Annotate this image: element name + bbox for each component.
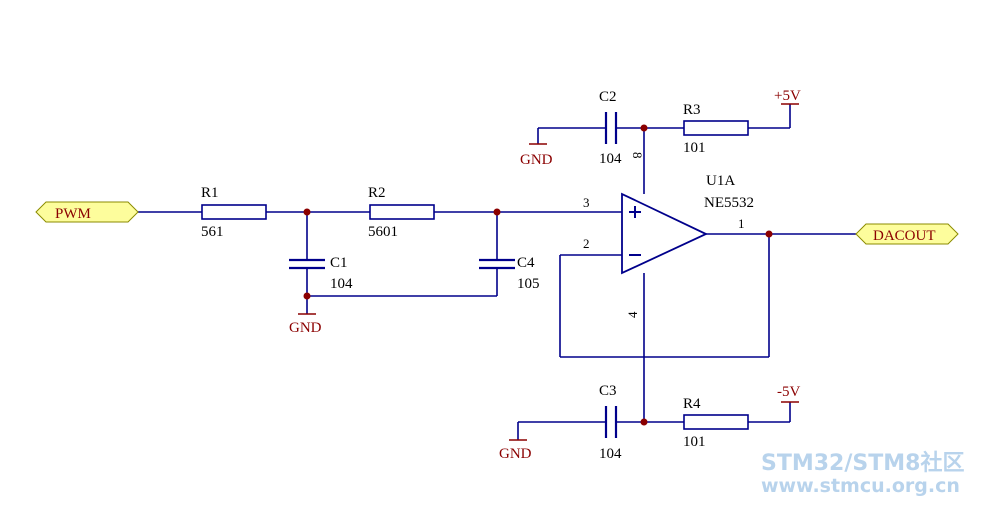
- resistor-r1: R1 561: [201, 185, 267, 240]
- r2-value: 5601: [368, 224, 398, 240]
- c4-ref: C4: [517, 255, 535, 271]
- power-symbol-vpos: +5V: [774, 88, 801, 105]
- u1-ref: U1A: [706, 173, 735, 189]
- port-dacout: DACOUT: [855, 223, 959, 245]
- pin-8: 8: [630, 152, 645, 159]
- r4-value: 101: [683, 434, 706, 450]
- wires: [138, 104, 856, 440]
- gnd-label: GND: [289, 320, 322, 336]
- resistor-r4: R4 101: [683, 396, 749, 450]
- opamp-u1a: U1A NE5532 3 2 1 8 4: [583, 152, 754, 318]
- r3-value: 101: [683, 140, 706, 156]
- r4-ref: R4: [683, 396, 701, 412]
- watermark-line1: STM32/STM8社区: [761, 450, 964, 476]
- c1-value: 104: [330, 276, 353, 292]
- capacitor-c1: C1 104: [289, 255, 353, 292]
- gnd-symbol-c2: GND: [520, 143, 553, 168]
- vpos-label: +5V: [774, 88, 801, 104]
- c3-value: 104: [599, 446, 622, 462]
- c1-ref: C1: [330, 255, 348, 271]
- gnd-label: GND: [499, 446, 532, 462]
- vneg-label: -5V: [777, 384, 800, 400]
- junction-dot: [303, 292, 311, 300]
- port-dacout-label: DACOUT: [873, 228, 936, 244]
- c2-value: 104: [599, 151, 622, 167]
- gnd-symbol-c3: GND: [499, 439, 532, 462]
- watermark: STM32/STM8社区 www.stmcu.org.cn: [761, 450, 964, 497]
- pin-1: 1: [738, 216, 745, 231]
- junctions: [303, 124, 773, 426]
- capacitor-c2: C2 104: [599, 89, 622, 167]
- capacitor-c4: C4 105: [479, 255, 540, 292]
- power-symbol-vneg: -5V: [777, 384, 800, 403]
- gnd-symbol-c1: GND: [289, 313, 322, 336]
- junction-dot: [765, 230, 773, 238]
- r1-value: 561: [201, 224, 224, 240]
- capacitor-c3: C3 104: [599, 383, 622, 462]
- resistor-r3: R3 101: [683, 102, 749, 156]
- c4-value: 105: [517, 276, 540, 292]
- r3-ref: R3: [683, 102, 701, 118]
- pin-3: 3: [583, 195, 590, 210]
- u1-value: NE5532: [704, 195, 754, 211]
- r2-ref: R2: [368, 185, 386, 201]
- watermark-line2: www.stmcu.org.cn: [761, 475, 960, 497]
- junction-dot: [303, 208, 311, 216]
- junction-dot: [640, 418, 648, 426]
- gnd-label: GND: [520, 152, 553, 168]
- pin-4: 4: [625, 311, 640, 318]
- r1-ref: R1: [201, 185, 219, 201]
- c3-ref: C3: [599, 383, 617, 399]
- c2-ref: C2: [599, 89, 617, 105]
- junction-dot: [493, 208, 501, 216]
- port-pwm-label: PWM: [55, 206, 91, 222]
- pin-2: 2: [583, 236, 590, 251]
- resistor-r2: R2 5601: [368, 185, 435, 240]
- port-pwm: PWM: [35, 201, 139, 223]
- junction-dot: [640, 124, 648, 132]
